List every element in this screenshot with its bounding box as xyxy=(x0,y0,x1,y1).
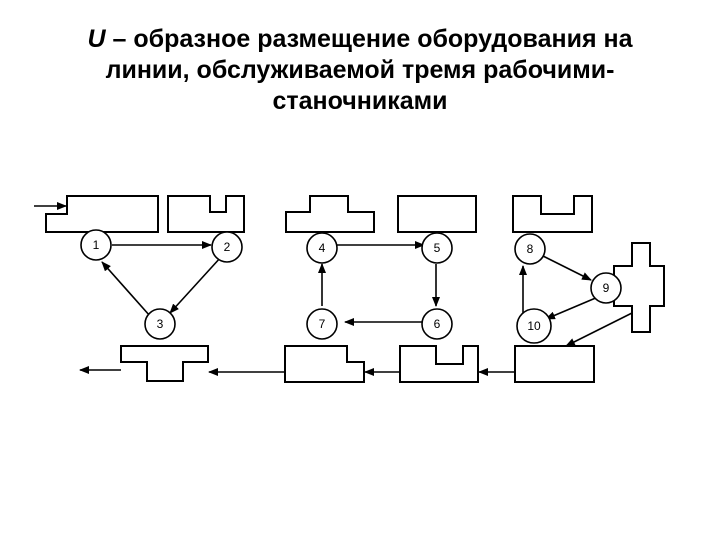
node-4-label: 4 xyxy=(319,241,326,255)
node-2-label: 2 xyxy=(224,240,231,254)
machine-right xyxy=(613,242,665,333)
node-6-label: 6 xyxy=(434,317,441,331)
title-u-letter: U xyxy=(87,25,106,53)
node-9-label: 9 xyxy=(603,281,610,295)
page-title: U – образное размещение оборудования на … xyxy=(0,24,720,117)
node-5-label: 5 xyxy=(434,241,441,255)
node-8: 8 xyxy=(514,233,546,265)
worker-arrow-9-10 xyxy=(545,296,599,320)
machine-top-5 xyxy=(512,195,593,233)
flow-arrow-right-to-bottom xyxy=(565,312,633,347)
title-line-2: линии, обслуживаемой тремя рабочими- xyxy=(105,56,615,84)
machine-bottom-3 xyxy=(399,345,479,383)
node-1: 1 xyxy=(80,229,112,261)
worker-arrow-3-1 xyxy=(101,261,151,317)
node-10: 10 xyxy=(516,308,552,344)
node-1-label: 1 xyxy=(93,238,100,252)
title-line-3: станочниками xyxy=(272,87,448,115)
node-10-label: 10 xyxy=(527,319,541,333)
worker-arrow-2-3 xyxy=(169,256,222,314)
node-3: 3 xyxy=(144,308,176,340)
node-6: 6 xyxy=(421,308,453,340)
node-8-label: 8 xyxy=(527,242,534,256)
machine-bottom-4 xyxy=(514,345,595,383)
machine-top-3 xyxy=(285,195,375,233)
node-7: 7 xyxy=(306,308,338,340)
node-4: 4 xyxy=(306,232,338,264)
worker-arrow-8-9 xyxy=(540,254,592,281)
machine-top-2 xyxy=(167,195,245,233)
node-2: 2 xyxy=(211,231,243,263)
machine-top-1 xyxy=(45,195,159,233)
node-7-label: 7 xyxy=(319,317,326,331)
node-3-label: 3 xyxy=(157,317,164,331)
machine-bottom-1 xyxy=(120,345,209,382)
node-9: 9 xyxy=(590,272,622,304)
node-5: 5 xyxy=(421,232,453,264)
title-line-1: – образное размещение оборудования на xyxy=(105,25,633,53)
machine-top-4 xyxy=(397,195,477,233)
machine-bottom-2 xyxy=(284,345,365,383)
